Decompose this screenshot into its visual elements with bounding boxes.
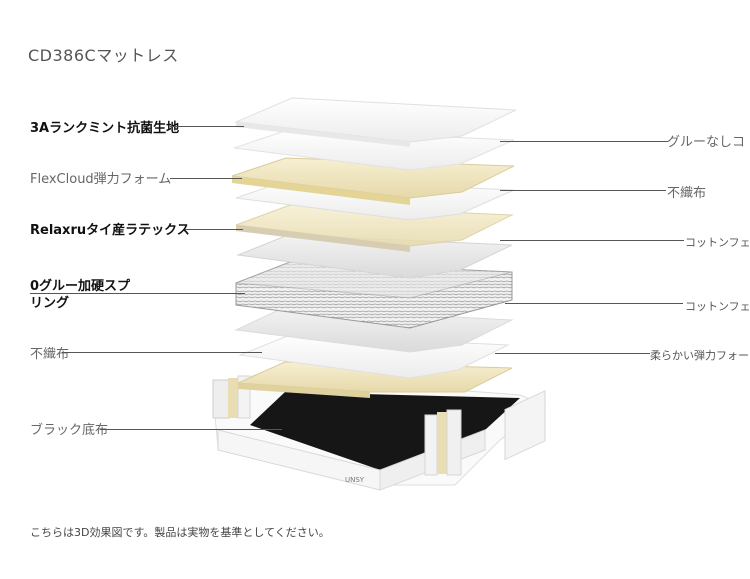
label-spring-line2: リング bbox=[30, 296, 70, 311]
brand-mark: UNSY bbox=[345, 476, 365, 484]
leader-line bbox=[170, 126, 244, 127]
layer-flexcloud bbox=[231, 157, 515, 205]
leader-line bbox=[170, 178, 242, 179]
layer-white-2 bbox=[233, 129, 515, 171]
label-cotton-felt-1: コットンフェ bbox=[685, 236, 750, 249]
label-thai-latex: Relaxruタイ産ラテックス bbox=[30, 223, 190, 238]
leader-line bbox=[100, 429, 282, 430]
label-soft-foam: 柔らかい弾力フォー bbox=[650, 349, 749, 362]
leader-line bbox=[185, 229, 243, 230]
leader-line bbox=[500, 190, 666, 191]
label-cotton-felt-2: コットンフェ bbox=[685, 300, 750, 313]
label-black-base-fabric: ブラック底布 bbox=[30, 423, 109, 438]
base-frame: UNSY bbox=[212, 374, 546, 491]
label-glueless: グルーなしコ bbox=[667, 135, 746, 150]
leader-line bbox=[30, 293, 245, 294]
label-spring-line1: 0グルー加硬スプ bbox=[30, 279, 131, 294]
label-nonwoven-right: 不織布 bbox=[667, 186, 707, 201]
leader-line bbox=[62, 352, 262, 353]
label-nonwoven-left: 不織布 bbox=[30, 347, 70, 362]
leader-line bbox=[505, 303, 683, 304]
label-flexcloud-foam: FlexCloud弾力フォーム bbox=[30, 172, 172, 187]
disclaimer-note: こちらは3D効果図です。製品は実物を基準としてください。 bbox=[30, 526, 330, 539]
leader-line bbox=[500, 141, 668, 142]
leader-line bbox=[495, 353, 650, 354]
label-antibacterial-fabric: 3Aランクミント抗菌生地 bbox=[30, 121, 180, 136]
leader-line bbox=[500, 240, 684, 241]
page-title: CD386Cマットレス bbox=[28, 46, 179, 65]
layer-top-fabric bbox=[234, 97, 517, 147]
layer-gray-6 bbox=[236, 234, 513, 279]
